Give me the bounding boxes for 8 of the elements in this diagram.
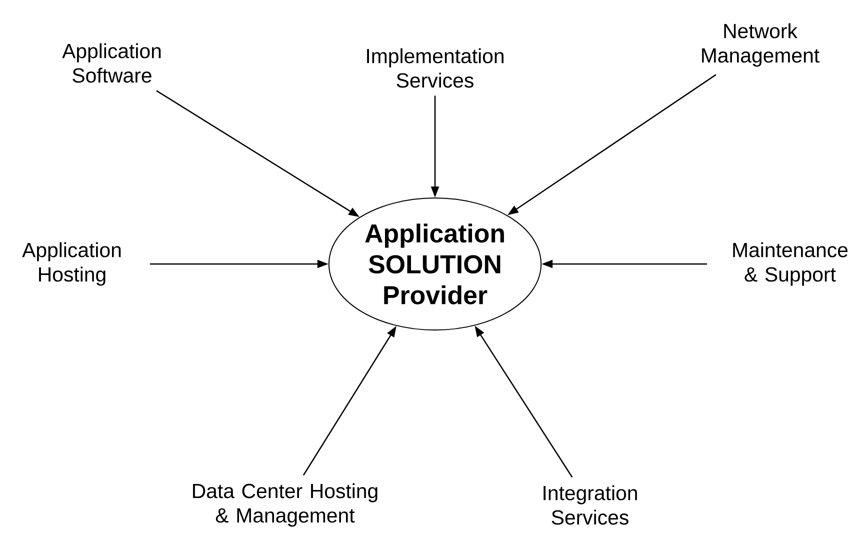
label-text: Data Center Hosting & Management: [193, 483, 378, 527]
label-text: Maintenance & Support: [733, 242, 848, 286]
label-text: Implementation Services: [367, 48, 504, 88]
label-text: Network Management: [702, 23, 820, 67]
label-text: Application Software: [62, 43, 161, 83]
ellipse-node: Application SOLUTION Provider: [328, 197, 542, 330]
label-text: Application Hosting: [22, 242, 121, 286]
label-text: Integration Services: [544, 485, 637, 525]
